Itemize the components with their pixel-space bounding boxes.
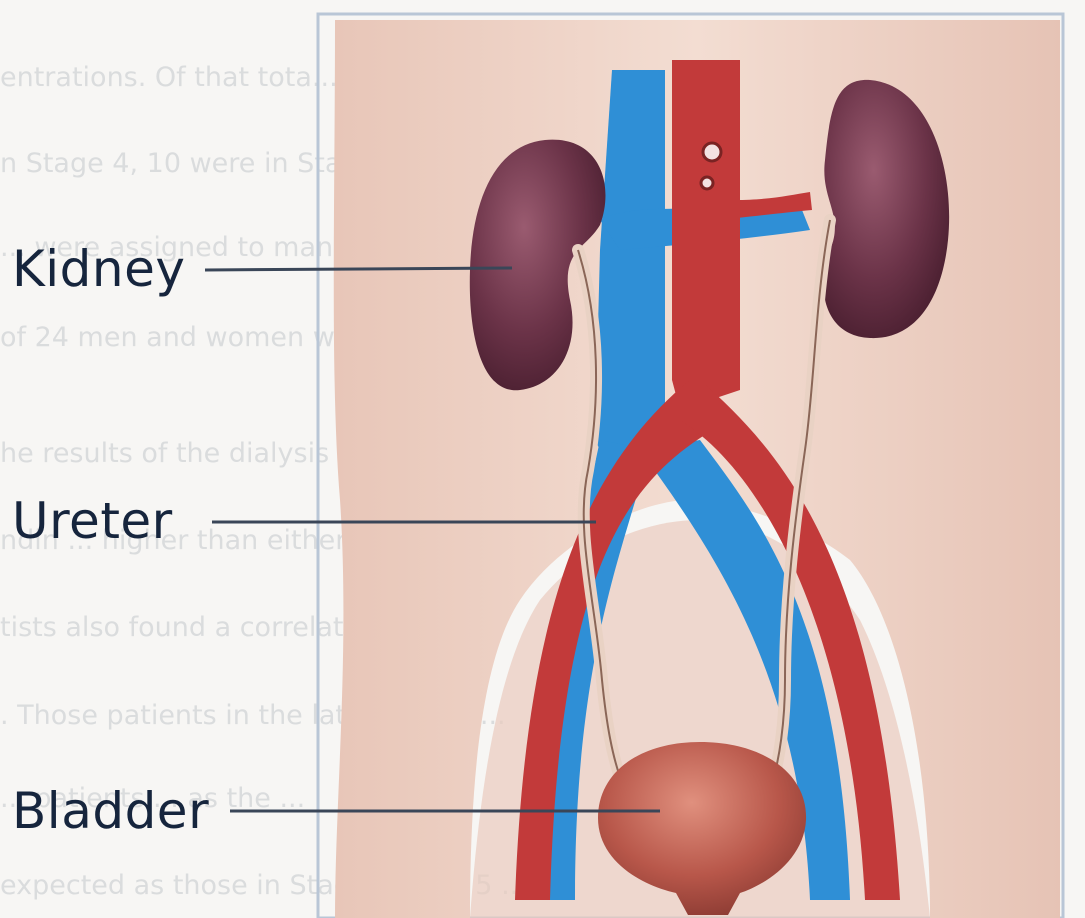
bladder-label: Bladder [12, 782, 209, 840]
kidney-leader-line [205, 268, 512, 270]
vessel-branch [701, 177, 713, 189]
aorta [672, 60, 740, 410]
kidney-label: Kidney [12, 240, 185, 298]
ureter-label: Ureter [12, 492, 173, 550]
vessel-branch [703, 143, 721, 161]
